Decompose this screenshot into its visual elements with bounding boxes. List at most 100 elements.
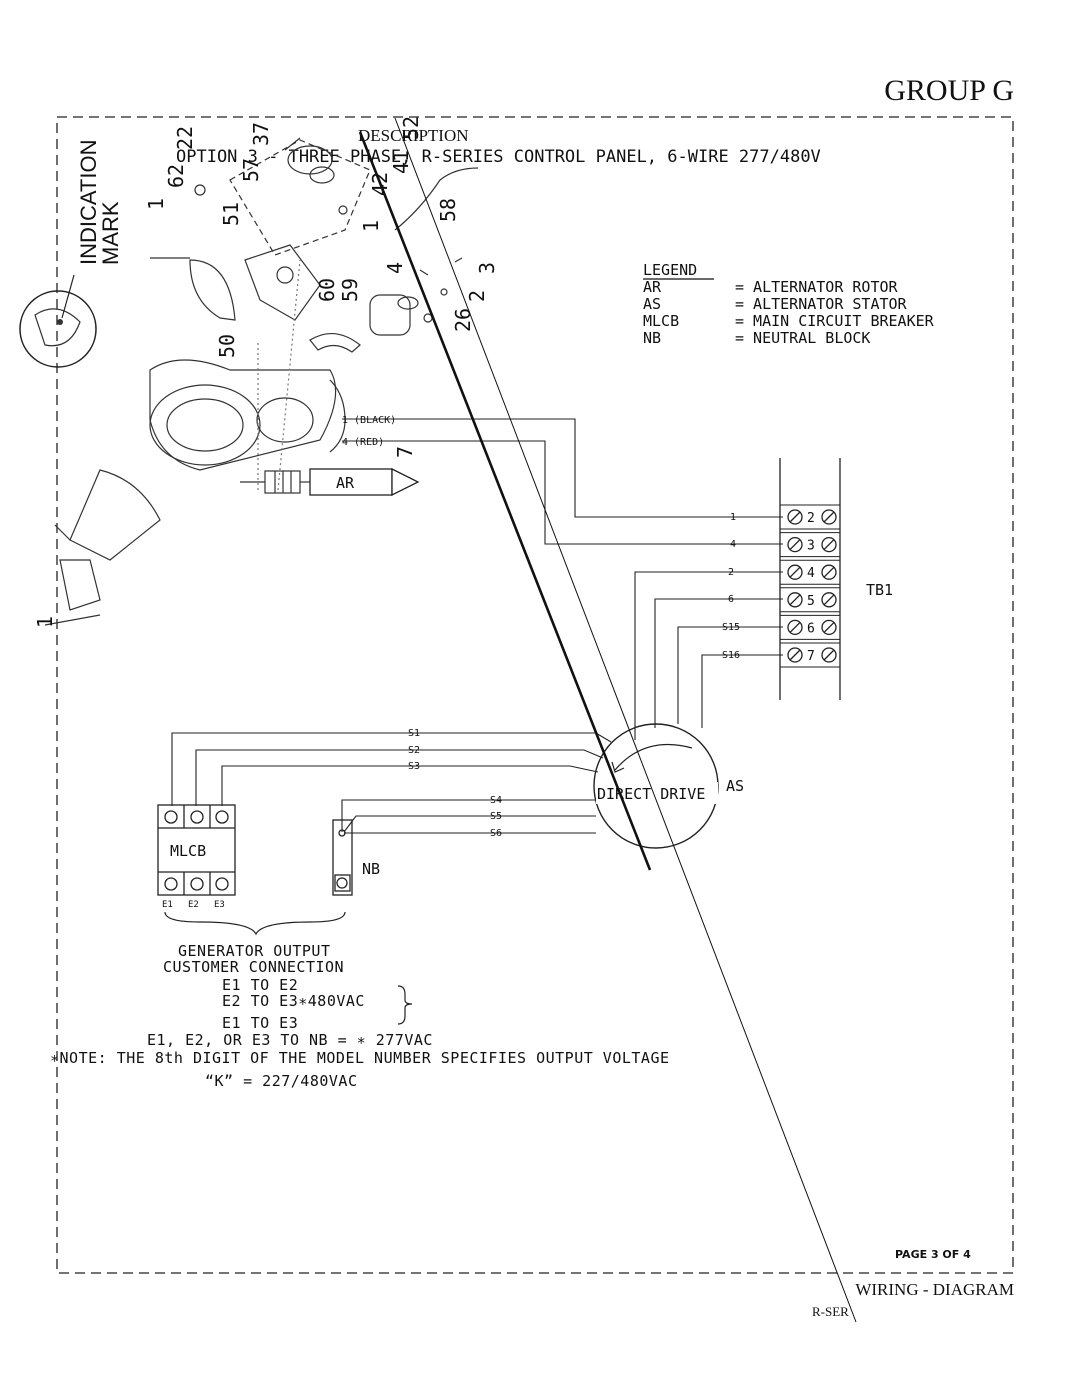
callout: 58	[436, 198, 460, 222]
option-title: OPTION 3 - THREE PHASE, R-SERIES CONTROL…	[176, 147, 821, 167]
tb-wire-label: S15	[722, 622, 740, 633]
terminal-screw	[787, 564, 803, 580]
callout: 7	[393, 446, 417, 458]
connection-brace	[164, 911, 346, 936]
svg-text:GENERATOR OUTPUT: GENERATOR OUTPUT	[178, 942, 331, 960]
generator-output-notes: GENERATOR OUTPUT CUSTOMER CONNECTION E1 …	[50, 942, 670, 1090]
terminal-screw	[787, 509, 803, 525]
callout: 1	[144, 198, 168, 210]
terminal-block-label: TB1	[866, 581, 893, 599]
terminal-row: 6	[780, 614, 840, 640]
tb-wire-label: S16	[722, 650, 740, 661]
callout: 51	[219, 202, 243, 226]
svg-text:E1 TO E3: E1 TO E3	[222, 1014, 298, 1032]
terminal-row: 2	[780, 504, 840, 530]
terminal-screw	[821, 647, 837, 663]
stator-wire-label: S6	[490, 828, 502, 839]
callout: 1	[33, 616, 57, 628]
legend-meaning: = NEUTRAL BLOCK	[735, 329, 870, 347]
description-label: DESCRIPTION	[358, 126, 469, 145]
indication-mark: INDICATION MARK	[76, 140, 123, 265]
terminal-screw	[821, 536, 837, 553]
terminal-screw	[821, 619, 837, 636]
legend-meaning: = MAIN CIRCUIT BREAKER	[735, 312, 935, 330]
breaker-terminal: E3	[214, 900, 225, 910]
callout: 4	[383, 262, 407, 274]
terminal-number: 6	[807, 621, 815, 636]
callout: 59	[338, 278, 362, 302]
group-title: GROUP G	[884, 74, 1014, 107]
legend-code: AR	[643, 278, 662, 296]
tb-wire-label: 4	[730, 539, 736, 550]
svg-text:INDICATION: INDICATION	[76, 140, 101, 265]
terminal-screw	[787, 536, 803, 553]
callout: 22	[173, 126, 197, 150]
terminal-screw	[787, 592, 803, 608]
callout: 57	[239, 158, 263, 182]
stator-wire-label: S3	[408, 761, 420, 772]
neutral-block	[332, 819, 353, 896]
stator-wire-label: S1	[408, 728, 420, 739]
terminal-screw	[821, 592, 837, 608]
terminal-screw	[821, 564, 837, 580]
stator-wire-label: S4	[490, 795, 502, 806]
svg-text:“K” = 227/480VAC: “K” = 227/480VAC	[205, 1072, 358, 1090]
svg-text:MARK: MARK	[98, 201, 123, 265]
svg-text:E1 TO E2: E1 TO E2	[222, 976, 298, 994]
rotor-box	[309, 468, 393, 496]
rotor-leads	[342, 418, 783, 545]
callout: 50	[215, 334, 239, 358]
terminal-screw	[787, 647, 803, 663]
legend-code: MLCB	[643, 312, 679, 330]
legend-meaning: = ALTERNATOR ROTOR	[735, 278, 899, 296]
legend: LEGEND AR = ALTERNATOR ROTOR AS = ALTERN…	[643, 261, 935, 347]
svg-text:E1, E2, OR E3 TO NB = ∗ 277VAC: E1, E2, OR E3 TO NB = ∗ 277VAC	[147, 1031, 433, 1049]
callout: 2	[465, 290, 489, 302]
terminal-block	[779, 458, 841, 700]
rotor-label: AR	[336, 474, 355, 492]
tb-wire-label: 6	[728, 594, 734, 605]
terminal-row: 3	[780, 532, 840, 558]
breaker-wires	[171, 732, 612, 806]
tb-wire-label: 1	[730, 512, 736, 523]
footer-title: WIRING - DIAGRAM	[855, 1280, 1014, 1299]
exploded-parts-sketch	[44, 137, 479, 626]
legend-title: LEGEND	[643, 261, 697, 279]
lead-red-label: 4 (RED)	[342, 437, 384, 448]
terminal-row: 4	[780, 559, 840, 585]
diagonal-artifact-line-bold	[358, 131, 652, 871]
callout: 37	[249, 122, 273, 146]
terminal-number: 3	[807, 539, 815, 554]
stator-wire-label: S2	[408, 745, 420, 756]
nb-wires	[341, 799, 596, 834]
terminal-row: 7	[780, 642, 840, 668]
legend-meaning: = ALTERNATOR STATOR	[735, 295, 908, 313]
main-circuit-breaker	[157, 804, 236, 896]
callout: 41	[389, 150, 413, 174]
callout: 1	[359, 220, 383, 232]
terminal-number: 5	[807, 594, 815, 609]
svg-text:E2 TO E3∗480VAC: E2 TO E3∗480VAC	[222, 992, 365, 1010]
page-number: PAGE 3 OF 4	[895, 1248, 971, 1261]
terminal-number: 7	[807, 649, 815, 664]
stator-inner-label: DIRECT DRIVE	[597, 785, 705, 803]
svg-text:∗NOTE: THE 8th DIGIT OF THE MO: ∗NOTE: THE 8th DIGIT OF THE MODEL NUMBER…	[50, 1049, 670, 1067]
breaker-terminal: E2	[188, 900, 199, 910]
stator-label: AS	[726, 777, 744, 795]
callout: 60	[315, 278, 339, 302]
terminal-screw	[821, 509, 837, 525]
callout: 52	[399, 116, 423, 140]
callout: 26	[451, 308, 475, 332]
breaker-terminal: E1	[162, 900, 173, 910]
legend-code: AS	[643, 295, 661, 313]
stator-wire-label: S5	[490, 811, 502, 822]
indication-detail-circle	[19, 290, 97, 368]
stator-to-tb-wires	[634, 571, 783, 740]
lead-black-label: 1 (BLACK)	[342, 415, 396, 426]
svg-text:CUSTOMER CONNECTION: CUSTOMER CONNECTION	[163, 958, 344, 976]
terminal-number: 2	[807, 511, 815, 526]
diagonal-artifact-line	[394, 117, 857, 1323]
part-callouts: 1 62 22 37 57 51 1 42 41 52 58 1 4 3 60 …	[33, 116, 499, 628]
legend-code: NB	[643, 329, 661, 347]
